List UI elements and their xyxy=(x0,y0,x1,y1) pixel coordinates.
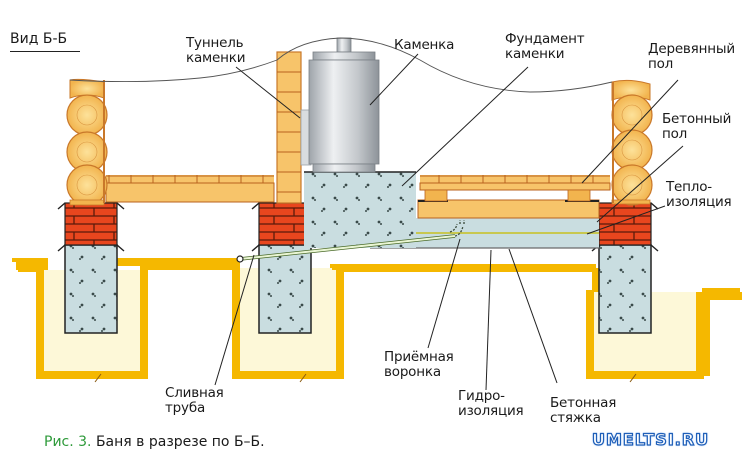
plinth-left xyxy=(64,202,118,246)
middle-partition-wall xyxy=(276,51,312,204)
view-title: Вид Б-Б xyxy=(10,31,80,52)
leader-drain-pipe xyxy=(214,254,255,386)
label-funnel: Приёмная воронка xyxy=(384,349,454,380)
label-wooden-floor: Деревянный пол xyxy=(648,41,735,72)
leader-screed xyxy=(508,248,558,384)
label-waterproofing: Гидро- изоляция xyxy=(458,388,524,419)
label-insulation: Тепло- изоляция xyxy=(666,179,732,210)
label-concrete-floor: Бетонный пол xyxy=(662,111,732,142)
leader-wooden-floor xyxy=(581,79,679,184)
leader-lines xyxy=(214,53,684,391)
label-concrete-screed: Бетонная стяжка xyxy=(550,395,617,426)
leader-waterproofing xyxy=(485,249,492,391)
section-break-line xyxy=(69,37,613,93)
left-log-wall xyxy=(66,78,108,206)
left-room-floor xyxy=(105,175,275,203)
label-stove: Каменка xyxy=(394,37,455,53)
right-room-floor xyxy=(419,175,611,202)
right-log-wall xyxy=(611,79,653,206)
pier-middle xyxy=(258,244,312,334)
stove-kamenka xyxy=(308,37,380,173)
pier-left xyxy=(64,244,118,334)
label-stove-foundation: Фундамент каменки xyxy=(505,31,585,62)
stove-foundation xyxy=(304,172,416,248)
leader-funnel xyxy=(427,238,461,349)
drain-pipe xyxy=(236,220,465,263)
leader-stove-foundation xyxy=(401,66,529,187)
brick-plinths xyxy=(57,202,659,252)
leader-insulation xyxy=(586,205,666,235)
plinth-middle xyxy=(258,202,312,246)
figure-number: Рис. 3. xyxy=(44,434,92,450)
watermark-logo: UMELTSI.RU xyxy=(591,429,710,449)
pier-right xyxy=(598,244,652,334)
label-stove-tunnel: Туннель каменки xyxy=(186,35,246,66)
figure-caption: Рис. 3. Баня в разрезе по Б–Б. xyxy=(44,434,265,450)
plinth-right xyxy=(598,202,652,246)
label-drain-pipe: Сливная труба xyxy=(165,385,224,416)
leader-concrete-floor xyxy=(596,145,684,223)
leader-stove xyxy=(369,53,419,106)
figure-caption-text: Баня в разрезе по Б–Б. xyxy=(95,434,265,450)
leader-tunnel xyxy=(235,66,301,119)
concrete-piers xyxy=(64,244,652,334)
